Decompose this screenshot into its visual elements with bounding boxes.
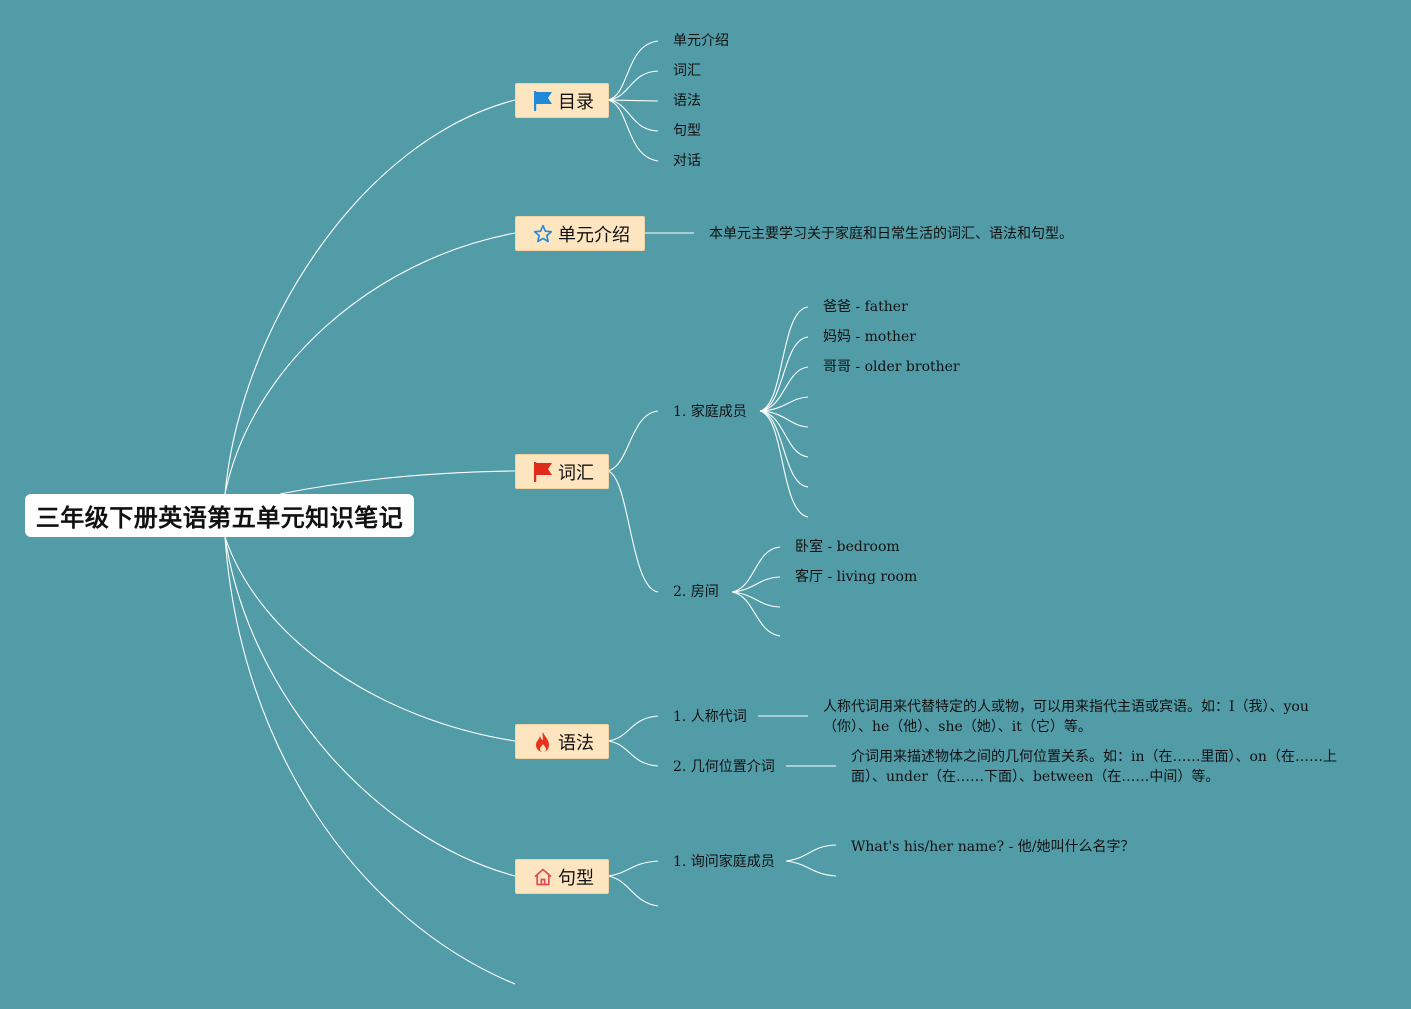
- root-title: 三年级下册英语第五单元知识笔记: [35, 504, 404, 532]
- sentence-ask-family-label[interactable]: 1. 询问家庭成员: [673, 854, 775, 870]
- grammar-prepositions-text[interactable]: 介词用来描述物体之间的几何位置关系。如：in（在……里面）、on（在……上面）、…: [851, 749, 1337, 785]
- link-root-grammar: [224, 536, 516, 742]
- toc-item-dialogue[interactable]: 对话: [673, 153, 701, 169]
- branch-sentence-label: 句型: [558, 867, 594, 889]
- branch-intro-label: 单元介绍: [558, 224, 630, 246]
- blue-flag-icon: [532, 90, 554, 112]
- toc-item-vocab[interactable]: 词汇: [673, 63, 701, 79]
- link-root-intro: [224, 232, 516, 495]
- toc-item-grammar[interactable]: 语法: [673, 93, 701, 109]
- grammar-pronouns-text[interactable]: 人称代词用来代替特定的人或物，可以用来指代主语或宾语。如：I（我）、you（你）…: [823, 699, 1309, 735]
- vocab-family-item[interactable]: 爸爸 - father: [823, 299, 908, 315]
- vocab-rooms-label[interactable]: 2. 房间: [673, 584, 719, 600]
- red-flag-icon: [532, 461, 554, 483]
- link-root-vocab: [279, 470, 516, 495]
- branch-toc[interactable]: 目录: [515, 83, 609, 118]
- branch-vocab[interactable]: 词汇: [515, 454, 609, 489]
- toc-item-intro[interactable]: 单元介绍: [673, 33, 729, 49]
- branch-grammar[interactable]: 语法: [515, 724, 609, 759]
- vocab-rooms-item[interactable]: 卧室 - bedroom: [795, 539, 900, 555]
- toc-item-sentence[interactable]: 句型: [673, 123, 701, 139]
- vocab-family-label[interactable]: 1. 家庭成员: [673, 404, 747, 420]
- vocab-rooms-item[interactable]: 客厅 - living room: [795, 569, 918, 585]
- fire-icon: [532, 731, 554, 753]
- link-root-extra: [224, 536, 516, 985]
- branch-sentence[interactable]: 句型: [515, 859, 609, 894]
- branch-intro[interactable]: 单元介绍: [515, 216, 645, 251]
- star-icon: [532, 223, 554, 245]
- branch-grammar-label: 语法: [558, 732, 594, 754]
- vocab-family-item[interactable]: 哥哥 - older brother: [823, 359, 960, 375]
- branch-toc-label: 目录: [558, 91, 594, 113]
- link-root-toc: [224, 99, 516, 495]
- grammar-pronouns-label[interactable]: 1. 人称代词: [673, 709, 747, 725]
- branch-vocab-label: 词汇: [558, 462, 594, 484]
- vocab-family-item[interactable]: 妈妈 - mother: [823, 329, 916, 345]
- root-topic[interactable]: 三年级下册英语第五单元知识笔记: [25, 494, 414, 537]
- home-icon: [532, 866, 554, 888]
- link-root-sentence: [224, 536, 516, 877]
- sentence-ask-family-item[interactable]: What's his/her name? - 他/她叫什么名字？: [851, 839, 1135, 855]
- grammar-prepositions-label[interactable]: 2. 几何位置介词: [673, 759, 775, 775]
- intro-text[interactable]: 本单元主要学习关于家庭和日常生活的词汇、语法和句型。: [709, 226, 1073, 242]
